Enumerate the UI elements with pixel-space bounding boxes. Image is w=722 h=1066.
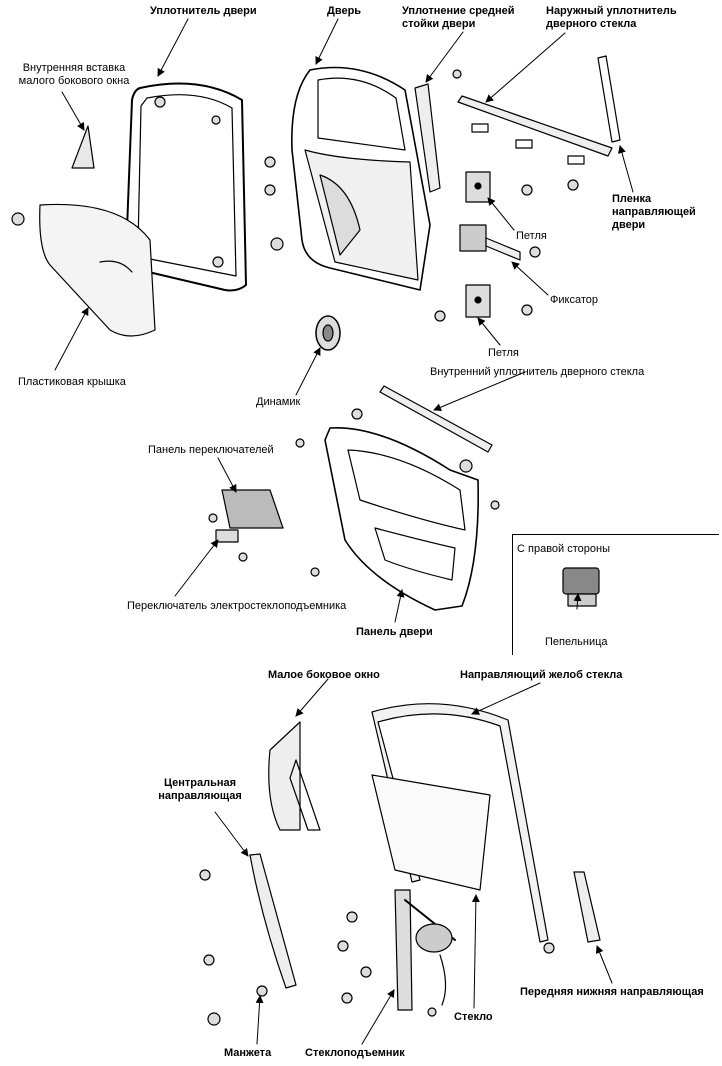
label-center-pillar-seal: Уплотнение средней стойки двери: [402, 5, 515, 30]
small-window-insert-part: [71, 125, 95, 169]
ashtray-part: [562, 567, 600, 607]
glass-part: [371, 774, 491, 891]
guide-film-part: [597, 55, 621, 143]
inner-glass-seal-part: [379, 385, 493, 453]
label-inner-glass-seal: Внутренний уплотнитель дверного стекла: [430, 366, 645, 378]
regulator-part: [394, 889, 456, 1011]
center-guide-part: [249, 853, 297, 989]
door-shell-part: [291, 66, 431, 291]
fastener-group-middle: [310, 500, 500, 577]
label-small-window-insert: Внутренняя вставка малого бокового окна: [18, 62, 130, 87]
plastic-cover-part: [11, 203, 156, 337]
hinge-lower-part: [465, 284, 491, 318]
label-door-panel: Панель двери: [356, 626, 433, 638]
label-regulator: Стеклоподъемник: [305, 1047, 405, 1059]
small-window-part: [268, 721, 321, 831]
stopper-part: [459, 224, 521, 261]
label-right-side: С правой стороны: [517, 543, 610, 555]
speaker-part: [315, 315, 341, 351]
label-outer-glass-seal: Наружный уплотнитель дверного стекла: [546, 5, 677, 30]
fastener-group-bottom: [199, 869, 555, 1026]
label-switch-panel: Панель переключателей: [148, 444, 274, 456]
label-hinge-upper: Петля: [516, 230, 547, 242]
switch-panel-part: [208, 438, 305, 562]
door-panel-part: [324, 408, 479, 611]
label-small-window: Малое боковое окно: [268, 669, 380, 681]
label-glass: Стекло: [454, 1011, 493, 1023]
label-stopper: Фиксатор: [550, 294, 598, 306]
label-hinge-lower: Петля: [488, 347, 519, 359]
label-door-seal: Уплотнитель двери: [150, 5, 257, 17]
leader-lines: [54, 18, 634, 1045]
glass-channel-part: [371, 703, 549, 943]
label-door: Дверь: [327, 5, 362, 17]
label-speaker: Динамик: [256, 396, 301, 408]
hinge-upper-part: [465, 171, 491, 203]
label-front-lower-guide: Передняя нижняя направляющая: [520, 986, 704, 998]
label-guide-film: Пленка направляющей двери: [612, 193, 696, 231]
label-center-guide: Центральная направляющая: [158, 777, 242, 802]
right-side-inset: С правой стороны Пепельница: [512, 534, 719, 655]
label-plastic-cover: Пластиковая крышка: [18, 376, 126, 388]
label-window-switch: Переключатель электростеклоподъемника: [127, 600, 347, 612]
label-glass-channel: Направляющий желоб стекла: [460, 669, 623, 681]
front-lower-guide-part: [573, 871, 601, 943]
center-pillar-seal-part: [414, 83, 441, 193]
outer-glass-seal-part: [457, 95, 613, 165]
label-cuff: Манжета: [224, 1047, 272, 1059]
fastener-group-top: [264, 69, 579, 322]
label-ashtray: Пепельница: [545, 636, 608, 648]
